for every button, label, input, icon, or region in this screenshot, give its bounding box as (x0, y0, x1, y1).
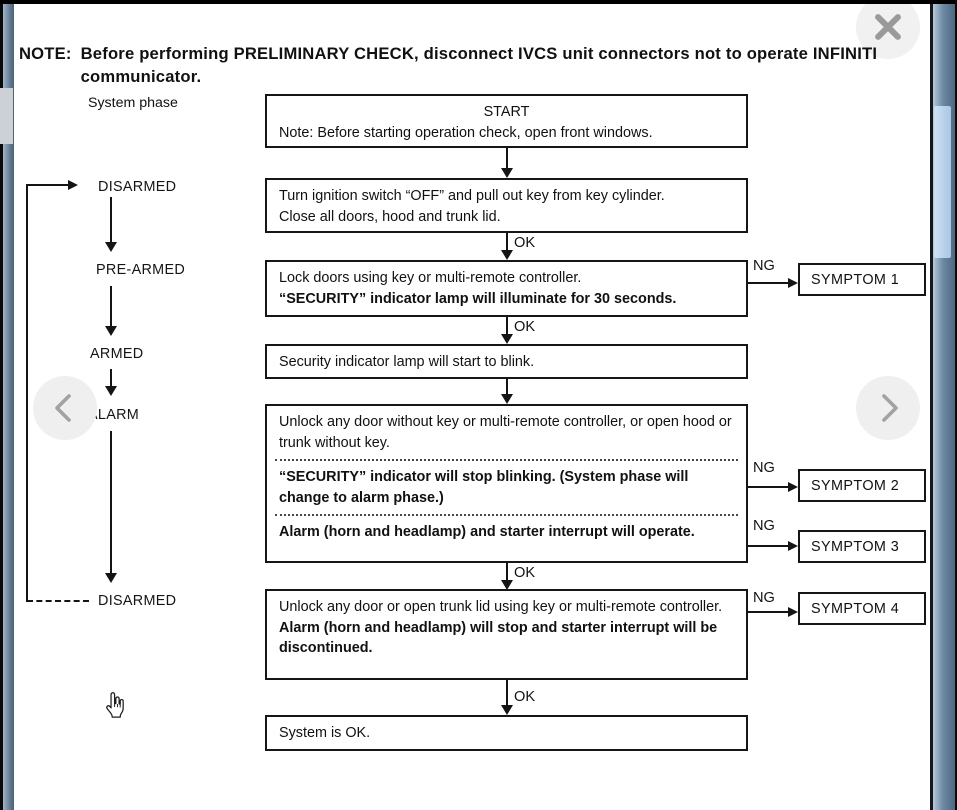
phase-alarm: ALARM (88, 407, 140, 423)
phase-armed: ARMED (90, 346, 144, 362)
ok-label: OK (514, 319, 536, 335)
symptom-3-box: SYMPTOM 3 (798, 530, 926, 563)
content-right-border (930, 0, 933, 810)
note-heading: NOTE: Before performing PRELIMINARY CHEC… (19, 42, 935, 88)
dotted-divider (275, 514, 738, 516)
cursor-pointer-icon (103, 691, 125, 724)
step-blink-box: Security indicator lamp will start to bl… (265, 344, 748, 379)
flow-arrow-line (506, 233, 508, 252)
dotted-divider (275, 459, 738, 461)
ng-arrowhead (788, 482, 798, 492)
left-chrome-strip (3, 0, 14, 810)
symptom-4-box: SYMPTOM 4 (798, 592, 926, 625)
start-note: Note: Before starting operation check, o… (279, 124, 653, 141)
step-line: Lock doors using key or multi-remote con… (279, 270, 582, 286)
step-unlock-box: Unlock any door or open trunk lid using … (265, 589, 748, 680)
phase-arrow-line (110, 197, 112, 243)
flow-arrow-line (506, 148, 508, 170)
flow-arrowhead (501, 705, 513, 715)
symptom-label: SYMPTOM 3 (811, 538, 900, 555)
step-line: Close all doors, hood and trunk lid. (279, 208, 501, 225)
symptom-label: SYMPTOM 4 (811, 600, 900, 617)
window-top-edge (0, 0, 957, 4)
ng-label: NG (753, 460, 775, 476)
flow-arrowhead (501, 168, 513, 178)
flow-arrowhead (501, 580, 513, 590)
step-line: Alarm (horn and headlamp) will stop and … (279, 619, 718, 657)
system-phase-header: System phase (88, 95, 178, 111)
phase-arrow-line (110, 286, 112, 327)
step-ignition-box: Turn ignition switch “OFF” and pull out … (265, 178, 748, 233)
phase-arrowhead (105, 386, 117, 396)
step-line: “SECURITY” indicator will stop blinking.… (279, 469, 689, 506)
ng-arrowhead (788, 278, 798, 288)
flow-arrow-line (506, 563, 508, 582)
phase-disarmed-top: DISARMED (98, 179, 177, 195)
ok-label: OK (514, 689, 536, 705)
next-button[interactable] (856, 376, 920, 440)
phase-arrowhead (105, 573, 117, 583)
ng-arrow-line (748, 486, 790, 488)
flow-arrow-line (506, 379, 508, 396)
phase-pre-armed: PRE-ARMED (96, 262, 186, 278)
loop-line-bottom-dashed (27, 600, 89, 602)
window-right-edge (955, 0, 957, 810)
phase-arrow-line (110, 431, 112, 574)
flow-arrowhead (501, 334, 513, 344)
chevron-right-icon (882, 394, 898, 422)
ng-label: NG (753, 590, 775, 606)
flow-arrowhead (501, 394, 513, 404)
ng-label: NG (753, 258, 775, 274)
close-button[interactable] (856, 0, 920, 59)
symptom-1-box: SYMPTOM 1 (798, 263, 926, 296)
ng-arrowhead (788, 607, 798, 617)
ok-label: OK (514, 235, 536, 251)
step-line: Turn ignition switch “OFF” and pull out … (279, 188, 665, 204)
symptom-2-box: SYMPTOM 2 (798, 469, 926, 502)
ng-arrow-line (748, 545, 790, 547)
start-box: START Note: Before starting operation ch… (265, 94, 748, 148)
symptom-label: SYMPTOM 1 (811, 271, 900, 288)
left-scrollbar-thumb[interactable] (0, 88, 13, 144)
flow-arrow-line (506, 317, 508, 336)
chevron-left-icon (55, 394, 71, 422)
ng-label: NG (753, 518, 775, 534)
ng-arrow-line (748, 282, 790, 284)
flow-arrow-line (506, 680, 508, 707)
step-line: Unlock any door without key or multi-rem… (279, 414, 732, 451)
step-line: Security indicator lamp will start to bl… (279, 354, 535, 370)
note-label: NOTE: (19, 44, 72, 63)
start-title: START (483, 104, 530, 120)
step-line: “SECURITY” indicator lamp will illuminat… (279, 290, 677, 307)
step-alarm-box: Unlock any door without key or multi-rem… (265, 404, 748, 563)
prev-button[interactable] (33, 376, 97, 440)
phase-disarmed-bottom: DISARMED (98, 593, 177, 609)
flow-arrowhead (501, 250, 513, 260)
loop-arrowhead (68, 180, 78, 190)
phase-arrowhead (105, 326, 117, 336)
step-line: Alarm (horn and headlamp) and starter in… (279, 524, 695, 540)
system-ok-box: System is OK. (265, 715, 748, 751)
right-scrollbar-thumb[interactable] (934, 106, 951, 258)
phase-arrowhead (105, 242, 117, 252)
note-text: Before performing PRELIMINARY CHECK, dis… (80, 44, 878, 86)
phase-arrow-line (110, 369, 112, 387)
ng-arrowhead (788, 541, 798, 551)
symptom-label: SYMPTOM 2 (811, 477, 900, 494)
step-line: Unlock any door or open trunk lid using … (279, 599, 723, 615)
loop-line-top (26, 184, 68, 186)
ok-label: OK (514, 565, 536, 581)
step-line: System is OK. (279, 725, 371, 741)
window-left-edge (0, 0, 3, 810)
loop-line-vertical (26, 184, 28, 602)
ng-arrow-line (748, 611, 790, 613)
step-lock-box: Lock doors using key or multi-remote con… (265, 260, 748, 317)
